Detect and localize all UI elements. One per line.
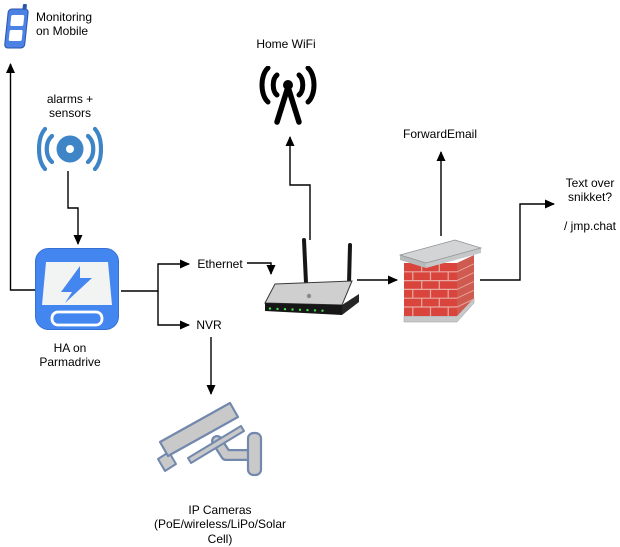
mobile-phone-icon (4, 4, 29, 49)
ha-parmadrive-label[interactable]: HA on Parmadrive (39, 341, 101, 370)
ip-cameras-label[interactable]: IP Cameras (PoE/wireless/LiPo/Solar Cell… (153, 503, 287, 546)
nvr-label[interactable]: NVR (196, 318, 222, 332)
edge-ha-to-mobile (5, 63, 35, 291)
node-firewall[interactable] (398, 236, 486, 326)
edge-ethernet-to-router (247, 262, 276, 275)
edge-router-to-wifi (285, 136, 311, 240)
alarms-sensors-label[interactable]: alarms + sensors (46, 92, 94, 121)
edge-ha-to-ethernet (121, 259, 190, 292)
node-home-wifi[interactable] (256, 66, 320, 128)
wireless-router-icon (264, 238, 359, 315)
node-alarms-sensors[interactable] (37, 122, 103, 176)
home-assistant-drive-icon (35, 248, 119, 330)
monitoring-mobile-label[interactable]: Monitoring on Mobile (36, 10, 93, 39)
node-ip-cameras[interactable] (150, 392, 270, 487)
cctv-camera-icon (157, 401, 263, 477)
router-leds (268, 307, 324, 312)
firewall-brick-wall-icon (398, 239, 483, 323)
node-monitoring-mobile[interactable] (2, 4, 30, 49)
edge-ha-to-nvr (157, 291, 190, 330)
forward-email-label[interactable]: ForwardEmail (402, 127, 477, 141)
ethernet-label[interactable]: Ethernet (197, 257, 243, 271)
radio-antenna-icon (259, 66, 317, 125)
edge-sensors-to-ha (67, 171, 83, 245)
edge-firewall-to-snikket (480, 199, 555, 281)
snikket-label[interactable]: Text over snikket? / jmp.chat (563, 176, 617, 234)
home-wifi-label[interactable]: Home WiFi (256, 37, 316, 51)
wireless-sensor-icon (37, 126, 103, 172)
node-wireless-router[interactable] (262, 237, 362, 317)
node-ha-parmadrive[interactable] (34, 247, 120, 331)
